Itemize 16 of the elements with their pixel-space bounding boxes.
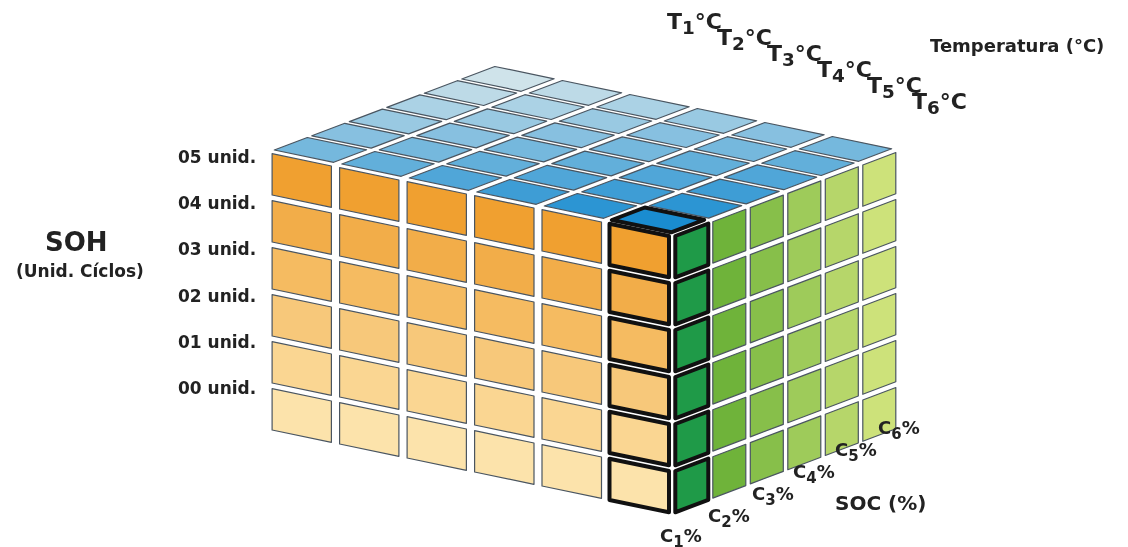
axis-subtitle: (Unid. Cíclos) [16,262,144,281]
axis-title: SOH [45,228,108,257]
axis-tick-label: 01 unid. [178,333,257,352]
axis-tick-label: C$_{2}$% [708,506,750,531]
axis-tick-label: C$_{4}$% [793,462,835,487]
axis-tick-label: 00 unid. [178,379,257,398]
axis-title: Temperatura (°C) [930,36,1105,56]
axis-title: SOC (%) [835,492,927,514]
axis-tick-label: 03 unid. [178,240,257,259]
axis-tick-label: 05 unid. [178,148,257,167]
axis-tick-label: C$_{1}$% [660,526,702,547]
axis-tick-label: 04 unid. [178,194,257,213]
axis-tick-label: 02 unid. [178,287,257,306]
axis-tick-label: C$_{3}$% [752,484,794,509]
axis-tick-label: C$_{5}$% [835,440,877,465]
axis-tick-label: C$_{6}$% [878,418,920,443]
